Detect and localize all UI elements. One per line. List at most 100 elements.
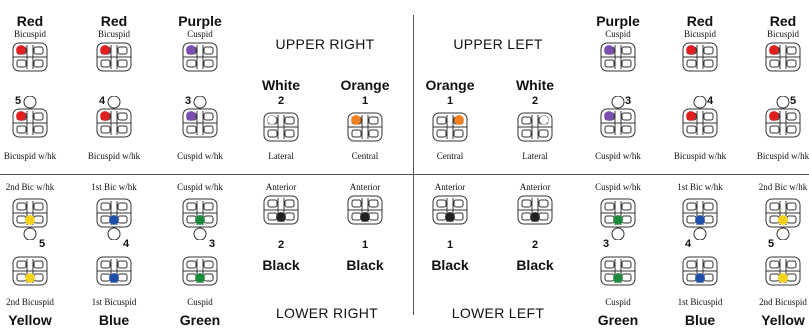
- tooth-number: 3: [184, 95, 192, 107]
- type-label: Bicuspid: [683, 29, 717, 39]
- color-dot: [100, 45, 110, 55]
- tooth-number: 5: [767, 238, 775, 250]
- color-dot: [195, 273, 205, 283]
- color-label: Green: [597, 312, 639, 328]
- color-dot: [25, 215, 35, 225]
- color-label: Orange: [425, 77, 475, 93]
- tooth-number: 5: [38, 238, 46, 250]
- color-dot: [276, 212, 286, 222]
- top-bracket: [600, 42, 636, 72]
- tooth-number: 1: [361, 239, 369, 251]
- color-dot: [186, 111, 196, 121]
- type-label: Bicuspid w/hk: [673, 151, 727, 161]
- tooth-number: 1: [446, 239, 454, 251]
- bottom-bracket: [12, 256, 48, 286]
- tooth-number: 5: [14, 95, 22, 107]
- type-label: Cuspid: [187, 297, 213, 307]
- color-dot: [25, 273, 35, 283]
- bracket: [432, 112, 468, 142]
- color-dot: [109, 215, 119, 225]
- type-label: 2nd Bic w/hk: [5, 182, 55, 192]
- hook-bracket: [600, 198, 636, 240]
- hook: [107, 227, 121, 240]
- color-dot: [604, 45, 614, 55]
- bracket: [263, 112, 299, 142]
- tooth-number: 3: [208, 238, 216, 250]
- top-bracket: [765, 42, 801, 72]
- type-label: Anterior: [349, 182, 381, 192]
- bottom-bracket: [682, 256, 718, 286]
- color-label: Red: [100, 13, 128, 29]
- tooth-number: 4: [706, 95, 714, 107]
- bottom-bracket: [600, 256, 636, 286]
- color-dot: [360, 212, 370, 222]
- horizontal-divider: [0, 174, 809, 175]
- tooth-number: 3: [624, 95, 632, 107]
- top-bracket: [182, 42, 218, 72]
- type-label: Bicuspid w/hk: [756, 151, 809, 161]
- color-dot: [604, 111, 614, 121]
- tooth-number: 2: [531, 239, 539, 251]
- type-label: Cuspid: [187, 29, 213, 39]
- color-dot: [100, 111, 110, 121]
- bracket: [432, 195, 468, 225]
- color-dot: [267, 115, 277, 125]
- color-label: Black: [516, 257, 554, 273]
- bracket-outline: [765, 42, 801, 72]
- color-label: Black: [346, 257, 384, 273]
- color-dot: [454, 115, 464, 125]
- type-label: Cuspid: [605, 297, 631, 307]
- color-label: Black: [262, 257, 300, 273]
- hook-bracket: [682, 96, 718, 138]
- bracket-outline: [182, 42, 218, 72]
- color-label: Red: [16, 13, 44, 29]
- hook: [23, 227, 37, 240]
- type-label: 1st Bic w/hk: [91, 182, 137, 192]
- type-label: Bicuspid: [13, 29, 47, 39]
- hook-bracket: [12, 198, 48, 240]
- color-dot: [686, 45, 696, 55]
- bracket-outline: [600, 198, 636, 228]
- color-dot: [695, 273, 705, 283]
- color-dot: [109, 273, 119, 283]
- color-dot: [186, 45, 196, 55]
- top-bracket: [682, 42, 718, 72]
- tooth-number: 5: [789, 95, 797, 107]
- bracket-outline: [12, 42, 48, 72]
- hook: [611, 96, 625, 109]
- quadrant-label-upper-right: UPPER RIGHT: [275, 36, 375, 52]
- tooth-number: 3: [602, 238, 610, 250]
- type-label: Bicuspid: [766, 29, 800, 39]
- color-label: Red: [686, 13, 714, 29]
- hook: [193, 227, 207, 240]
- type-label: Anterior: [519, 182, 551, 192]
- bracket: [347, 112, 383, 142]
- color-dot: [695, 215, 705, 225]
- type-label: 1st Bicuspid: [91, 297, 137, 307]
- hook-bracket: [182, 96, 218, 138]
- color-dot: [539, 115, 549, 125]
- color-label: Blue: [98, 312, 130, 328]
- bracket: [517, 112, 553, 142]
- type-label: Cuspid w/hk: [177, 182, 223, 192]
- bracket-outline: [96, 108, 132, 138]
- color-dot: [686, 111, 696, 121]
- color-label: Green: [179, 312, 221, 328]
- color-dot: [778, 273, 788, 283]
- color-label: Purple: [178, 13, 222, 29]
- hook-bracket: [765, 96, 801, 138]
- top-bracket: [12, 42, 48, 72]
- type-label: Bicuspid w/hk: [87, 151, 141, 161]
- hook: [776, 96, 790, 109]
- quadrant-label-upper-left: UPPER LEFT: [453, 36, 543, 52]
- type-label: Cuspid w/hk: [595, 182, 641, 192]
- hook: [193, 96, 207, 109]
- tooth-number: 2: [277, 239, 285, 251]
- tooth-number: 2: [531, 95, 539, 107]
- color-label: Blue: [684, 312, 716, 328]
- color-dot: [195, 215, 205, 225]
- type-label: 2nd Bicuspid: [759, 297, 807, 307]
- color-label: Yellow: [8, 312, 52, 328]
- type-label: Central: [351, 151, 379, 161]
